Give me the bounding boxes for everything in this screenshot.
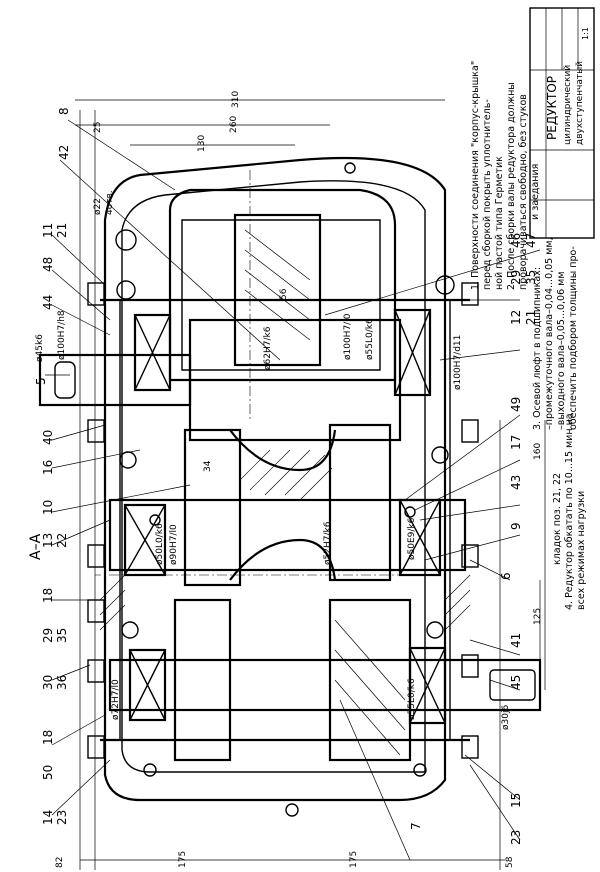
part-23b: 23 <box>509 830 523 845</box>
part-44: 44 <box>41 295 55 310</box>
input-shaft <box>38 170 432 442</box>
note-line: 4. Редуктор обкатать по 10...15 мин на <box>564 413 575 610</box>
note-line: 2. После сборки валы редуктора должны <box>506 82 517 290</box>
part-35b: 35 <box>524 270 538 285</box>
part-13: 13 <box>41 533 55 548</box>
note-line: 3. Осевой люфт в подшипниках: <box>532 267 543 430</box>
note-line: 1. Поверхности соединения "корпус-крышка… <box>470 61 481 290</box>
part-10: 10 <box>41 500 55 515</box>
dimension-lines <box>75 99 546 870</box>
part-50: 50 <box>41 765 55 780</box>
svg-text:ø72H7/l0: ø72H7/l0 <box>111 679 121 720</box>
svg-text:34: 34 <box>203 460 213 472</box>
svg-text:ø50E9/k6: ø50E9/k6 <box>407 517 417 560</box>
svg-text:ø55L0/k6: ø55L0/k6 <box>365 318 375 360</box>
svg-text:160: 160 <box>533 443 543 460</box>
part-17: 17 <box>509 435 523 450</box>
part-36: 36 <box>55 675 69 690</box>
svg-text:ø22: ø22 <box>93 198 103 215</box>
svg-text:ø100H7/h8: ø100H7/h8 <box>57 310 67 360</box>
technical-notes: 1. Поверхности соединения "корпус-крышка… <box>470 61 587 610</box>
svg-text:ø50L0/k6: ø50L0/k6 <box>155 523 165 565</box>
note-line: обеспечить подбором толщины про- <box>568 246 579 430</box>
svg-text:310: 310 <box>231 91 241 108</box>
part-5: 5 <box>34 377 48 385</box>
svg-text:ø30j6: ø30j6 <box>501 705 511 730</box>
svg-text:260: 260 <box>229 116 239 133</box>
svg-text:175: 175 <box>178 851 188 868</box>
dimension-labels: 310 25 260 130 56 ø22 4отв. ø45k6 ø100H7… <box>35 91 543 868</box>
part-48: 48 <box>41 257 55 272</box>
part-14: 14 <box>41 810 55 825</box>
svg-text:125: 125 <box>533 608 543 625</box>
svg-text:82: 82 <box>55 857 65 868</box>
part-16: 16 <box>41 460 55 475</box>
svg-text:ø62H7/k6: ø62H7/k6 <box>263 326 273 370</box>
part-15: 15 <box>509 793 523 808</box>
svg-text:175: 175 <box>349 851 359 868</box>
part-45: 45 <box>509 675 523 690</box>
part-29b: 29 <box>509 270 523 285</box>
intermediate-shaft <box>95 423 467 587</box>
note-line: и заедания <box>530 164 541 220</box>
part-42: 42 <box>57 145 71 160</box>
part-12: 12 <box>509 310 523 325</box>
part-9: 9 <box>509 522 523 530</box>
part-6: 6 <box>499 572 513 580</box>
part-8: 8 <box>57 107 71 115</box>
part-46: 46 <box>509 233 523 248</box>
svg-text:58: 58 <box>505 856 515 868</box>
part-labels: 8 42 11 21 48 44 5 40 16 10 13 22 18 29 … <box>28 107 538 845</box>
svg-text:25: 25 <box>93 122 103 133</box>
part-7: 7 <box>409 822 423 830</box>
svg-text:ø90H7/l0: ø90H7/l0 <box>169 524 179 565</box>
note-line: перед сборкой покрыть уплотнитель- <box>482 99 493 290</box>
part-29a: 29 <box>41 628 55 643</box>
part-30: 30 <box>41 675 55 690</box>
svg-text:130: 130 <box>197 135 207 152</box>
note-line: –промежуточного вала–0,04...0,05 мм, <box>544 237 555 430</box>
note-line: кладок поз. 21, 22 <box>552 473 563 565</box>
svg-text:ø100H7/d11: ø100H7/d11 <box>453 335 463 390</box>
part-49: 49 <box>509 397 523 412</box>
part-41: 41 <box>509 633 523 648</box>
svg-text:56: 56 <box>279 288 289 300</box>
svg-text:ø45k6: ø45k6 <box>35 334 45 362</box>
part-21b: 21 <box>524 310 538 325</box>
part-23a: 23 <box>55 810 69 825</box>
housing-outline <box>100 156 470 802</box>
part-35a: 35 <box>55 628 69 643</box>
svg-text:4отв.: 4отв. <box>105 190 115 215</box>
note-line: всех режимах нагрузки <box>576 491 587 610</box>
part-11: 11 <box>41 223 55 238</box>
output-shaft <box>99 574 542 762</box>
part-18b: 18 <box>41 730 55 745</box>
title-main: РЕДУКТОР <box>545 76 559 140</box>
flange-bolts <box>87 282 479 759</box>
svg-text:ø35L0/k6: ø35L0/k6 <box>407 678 417 720</box>
part-47: 47 <box>524 233 538 248</box>
note-line: ной пастой типа Герметик <box>494 156 505 290</box>
scale: 1:1 <box>581 27 590 40</box>
part-18a: 18 <box>41 588 55 603</box>
note-line: –выходного вала–0,05...0,06 мм <box>556 272 567 430</box>
svg-text:ø52H7/k6: ø52H7/k6 <box>323 521 333 565</box>
part-22: 22 <box>55 533 69 548</box>
svg-text:ø100H7/l0: ø100H7/l0 <box>343 313 353 360</box>
title-sub-1: цилиндрический <box>563 65 573 145</box>
note-line: проворачиваться свободно, без стуков <box>518 94 529 290</box>
lug-holes <box>115 162 455 817</box>
title-sub-2: двухступенчатый <box>575 61 585 145</box>
part-40: 40 <box>41 430 55 445</box>
leader-lines <box>45 119 541 861</box>
part-43: 43 <box>509 475 523 490</box>
section-label: А–А <box>28 533 44 560</box>
title-block: РЕДУКТОР цилиндрический двухступенчатый … <box>529 7 595 239</box>
part-21: 21 <box>55 223 69 238</box>
